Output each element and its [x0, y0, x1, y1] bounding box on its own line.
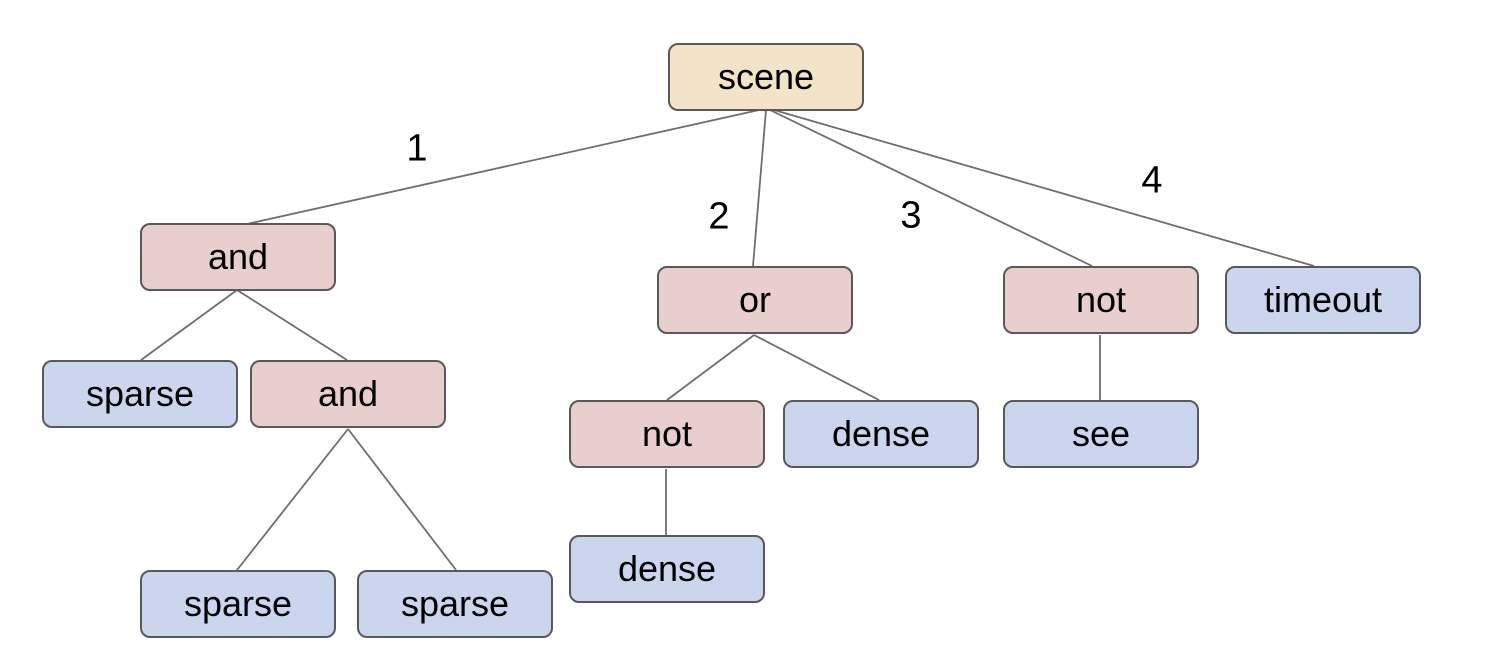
node-or: or	[657, 266, 853, 334]
edge-or-not	[666, 334, 755, 401]
node-and-2: and	[250, 360, 446, 428]
edge-or-dense	[753, 334, 880, 401]
branch-label-4: 4	[1141, 159, 1163, 202]
edge-scene-timeout	[773, 109, 1315, 267]
branch-label-3: 3	[900, 194, 922, 237]
edge-and-sparse	[140, 289, 238, 361]
node-dense-2: dense	[783, 400, 979, 468]
edge-and2-sparse1	[236, 428, 349, 571]
edge-scene-and	[246, 109, 760, 225]
edge-scene-not	[769, 109, 1093, 267]
node-sparse-2: sparse	[140, 570, 336, 638]
node-sparse-3: sparse	[357, 570, 553, 638]
branch-label-2: 2	[708, 195, 730, 238]
node-timeout: timeout	[1225, 266, 1421, 334]
node-and-1: and	[140, 223, 336, 291]
node-sparse-1: sparse	[42, 360, 238, 428]
edge-and2-sparse2	[347, 428, 457, 571]
edge-scene-or	[752, 109, 767, 267]
node-see: see	[1003, 400, 1199, 468]
node-not-1: not	[569, 400, 765, 468]
branch-label-1: 1	[406, 127, 428, 170]
node-dense-1: dense	[569, 535, 765, 603]
node-scene: scene	[668, 43, 864, 111]
node-not-2: not	[1003, 266, 1199, 334]
edge-and-and	[236, 289, 348, 361]
